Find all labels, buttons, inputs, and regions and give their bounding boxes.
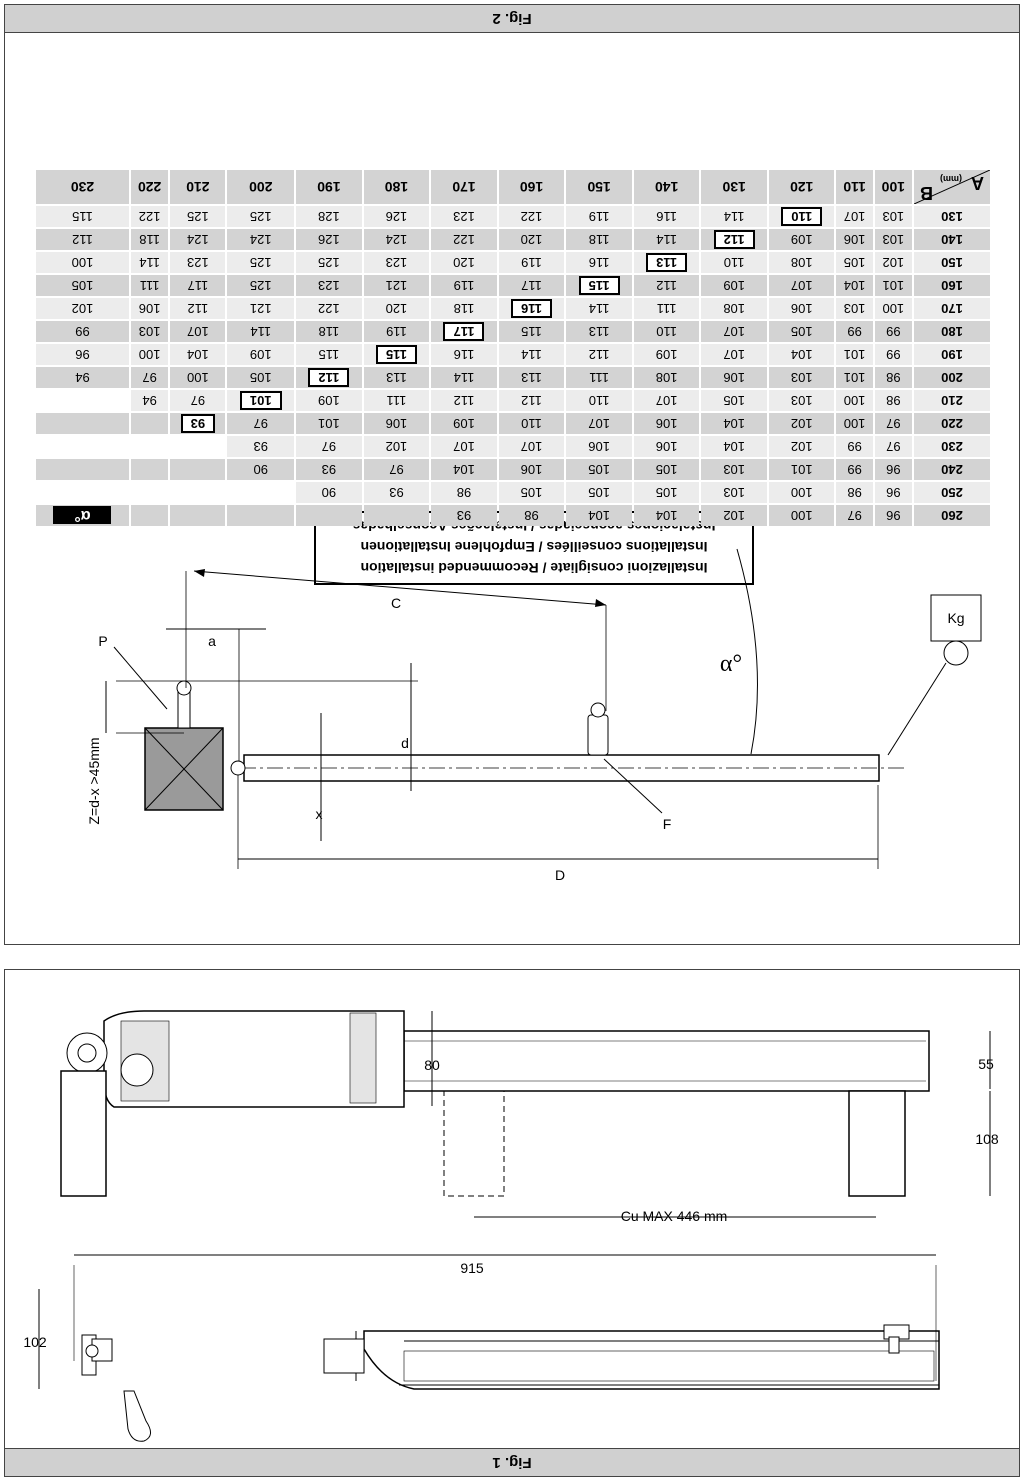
dim-D: D xyxy=(555,867,565,883)
dim-80: 80 xyxy=(424,1057,440,1073)
operator-top-view xyxy=(403,1030,930,1092)
dim-cu-max: Cu MAX 446 mm xyxy=(621,1208,728,1224)
dim-C: C xyxy=(391,595,401,611)
label-F: F xyxy=(663,816,672,832)
label-alpha: α° xyxy=(720,651,742,677)
dim-55: 55 xyxy=(978,1056,994,1072)
corner-diagonal xyxy=(914,170,990,204)
dim-102: 102 xyxy=(23,1334,47,1350)
dim-Z: Z=d-x >45mm xyxy=(86,737,102,824)
weight-box xyxy=(930,594,982,642)
dim-a: a xyxy=(208,633,216,649)
dim-915: 915 xyxy=(460,1260,484,1276)
label-P: P xyxy=(98,633,107,649)
dim-d: d xyxy=(401,735,409,751)
table-corner: A(mm)B xyxy=(914,170,990,204)
label-kg: Kg xyxy=(947,610,964,626)
dim-x: x xyxy=(316,806,323,822)
operator-side-view xyxy=(363,1330,940,1390)
dim-108: 108 xyxy=(975,1131,999,1147)
